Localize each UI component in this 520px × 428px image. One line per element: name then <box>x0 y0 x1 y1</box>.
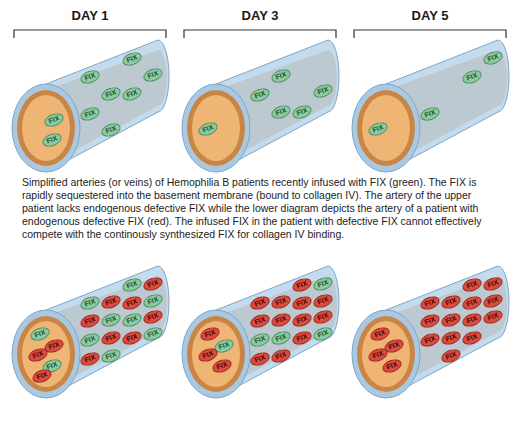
fix-label: FIX <box>84 297 97 308</box>
fix-label: FIX <box>466 332 479 343</box>
fix-label: FIX <box>202 349 215 360</box>
fix-label: FIX <box>487 278 500 289</box>
fix-label: FIX <box>204 328 217 339</box>
fix-label: FIX <box>372 349 385 360</box>
bracket <box>354 30 506 38</box>
fix-label: FIX <box>218 340 231 351</box>
fix-label: FIX <box>105 350 118 361</box>
fix-label: FIX <box>254 297 267 308</box>
fix-label: FIX <box>254 316 267 327</box>
fix-label: FIX <box>487 295 500 306</box>
fix-label: FIX <box>147 278 160 289</box>
fix-label: FIX <box>105 88 118 99</box>
fix-label: FIX <box>296 280 309 291</box>
caption: Simplified arteries (or veins) of Hemoph… <box>22 176 498 241</box>
bracket <box>184 30 336 38</box>
fix-label: FIX <box>254 334 267 345</box>
fix-label: FIX <box>126 297 139 308</box>
fix-label: FIX <box>147 329 160 340</box>
fix-label: FIX <box>275 350 288 361</box>
fix-label: FIX <box>48 114 61 125</box>
fix-label: FIX <box>386 360 399 371</box>
fix-label: FIX <box>487 52 500 63</box>
fix-label: FIX <box>126 280 139 291</box>
fix-label: FIX <box>466 71 479 82</box>
fix-label: FIX <box>466 297 479 308</box>
fix-label: FIX <box>317 86 330 97</box>
fix-label: FIX <box>296 332 309 343</box>
fix-label: FIX <box>254 353 267 364</box>
fix-label: FIX <box>48 340 61 351</box>
fix-label: FIX <box>275 332 288 343</box>
day-heading: DAY 3 <box>200 8 320 23</box>
fix-label: FIX <box>374 328 387 339</box>
vessel <box>352 266 509 398</box>
fix-label: FIX <box>424 316 437 327</box>
fix-label: FIX <box>105 296 118 307</box>
fix-label: FIX <box>466 280 479 291</box>
fix-label: FIX <box>126 315 139 326</box>
fix-label: FIX <box>84 334 97 345</box>
fix-label: FIX <box>105 124 118 135</box>
fix-label: FIX <box>147 295 160 306</box>
fix-label: FIX <box>445 350 458 361</box>
fix-label: FIX <box>296 297 309 308</box>
fix-label: FIX <box>445 296 458 307</box>
fix-label: FIX <box>46 134 59 145</box>
fix-label: FIX <box>296 315 309 326</box>
fix-label: FIX <box>32 349 45 360</box>
vessel <box>12 40 169 172</box>
fix-label: FIX <box>202 123 215 134</box>
fix-label: FIX <box>317 278 330 289</box>
fix-label: FIX <box>275 70 288 81</box>
fix-label: FIX <box>84 108 97 119</box>
fix-label: FIX <box>317 295 330 306</box>
fix-label: FIX <box>84 71 97 82</box>
fix-label: FIX <box>105 314 118 325</box>
fix-label: FIX <box>424 108 437 119</box>
fix-label: FIX <box>317 312 330 323</box>
fix-label: FIX <box>254 90 267 101</box>
fix-label: FIX <box>36 370 49 381</box>
fix-label: FIX <box>126 54 139 65</box>
fix-label: FIX <box>147 69 160 80</box>
fix-label: FIX <box>296 106 309 117</box>
day-brackets <box>14 30 506 38</box>
vessel <box>352 40 509 172</box>
fix-label: FIX <box>126 89 139 100</box>
fix-label: FIX <box>275 106 288 117</box>
vessel <box>182 266 339 398</box>
fix-label: FIX <box>105 332 118 343</box>
fix-label: FIX <box>487 312 500 323</box>
fix-label: FIX <box>388 340 401 351</box>
day-heading: DAY 1 <box>30 8 150 23</box>
vessel <box>12 266 169 398</box>
fix-label: FIX <box>424 297 437 308</box>
fix-label: FIX <box>445 314 458 325</box>
fix-label: FIX <box>147 312 160 323</box>
fix-label: FIX <box>84 353 97 364</box>
fix-label: FIX <box>275 314 288 325</box>
fix-label: FIX <box>424 334 437 345</box>
fix-label: FIX <box>466 315 479 326</box>
fix-label: FIX <box>34 328 47 339</box>
vessel <box>182 40 339 172</box>
fix-label: FIX <box>445 332 458 343</box>
bracket <box>14 30 166 38</box>
day-heading: DAY 5 <box>370 8 490 23</box>
fix-label: FIX <box>275 296 288 307</box>
fix-label: FIX <box>126 332 139 343</box>
fix-label: FIX <box>317 329 330 340</box>
fix-label: FIX <box>216 360 229 371</box>
fix-label: FIX <box>84 316 97 327</box>
fix-label: FIX <box>372 123 385 134</box>
